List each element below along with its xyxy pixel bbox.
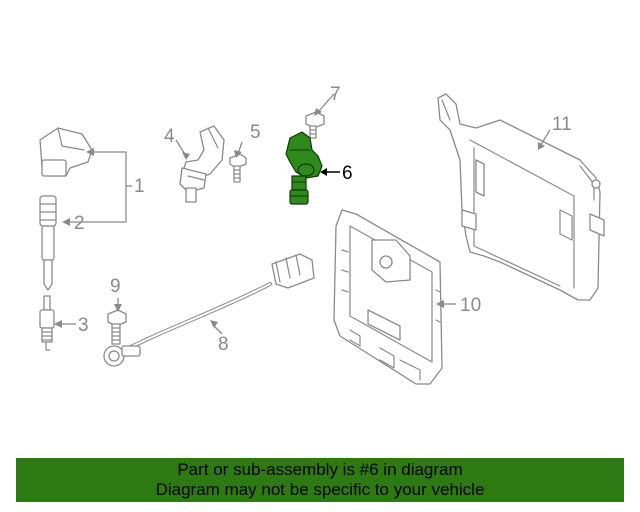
callout-9: 9	[110, 276, 121, 297]
banner-line-1: Part or sub-assembly is #6 in diagram	[177, 460, 463, 479]
ecu-bracket-part	[437, 93, 605, 301]
callout-2: 2	[74, 213, 85, 234]
bolt-part-9	[107, 309, 127, 345]
callout-3: 3	[78, 315, 89, 336]
callout-6[interactable]: 6	[342, 163, 353, 184]
spark-plug-part	[39, 295, 55, 351]
callout-10: 10	[460, 295, 481, 316]
knock-sensor-part	[103, 253, 315, 367]
callout-4: 4	[164, 126, 175, 147]
screw-part-5	[229, 153, 247, 183]
callout-1: 1	[134, 176, 145, 197]
camshaft-sensor-highlighted[interactable]	[285, 131, 323, 205]
ignition-coil-part	[39, 127, 93, 177]
ecu-module-part	[333, 209, 443, 385]
callout-8: 8	[218, 334, 229, 355]
leader-lines	[54, 93, 551, 335]
bolt-part-7	[305, 111, 325, 139]
crank-sensor-part	[179, 125, 225, 203]
callout-11: 11	[552, 114, 572, 135]
coil-boot-part	[39, 195, 57, 291]
info-banner: Part or sub-assembly is #6 in diagram Di…	[16, 458, 624, 502]
callout-5: 5	[250, 122, 261, 143]
banner-line-2: Diagram may not be specific to your vehi…	[155, 480, 485, 499]
callout-7: 7	[330, 84, 341, 105]
